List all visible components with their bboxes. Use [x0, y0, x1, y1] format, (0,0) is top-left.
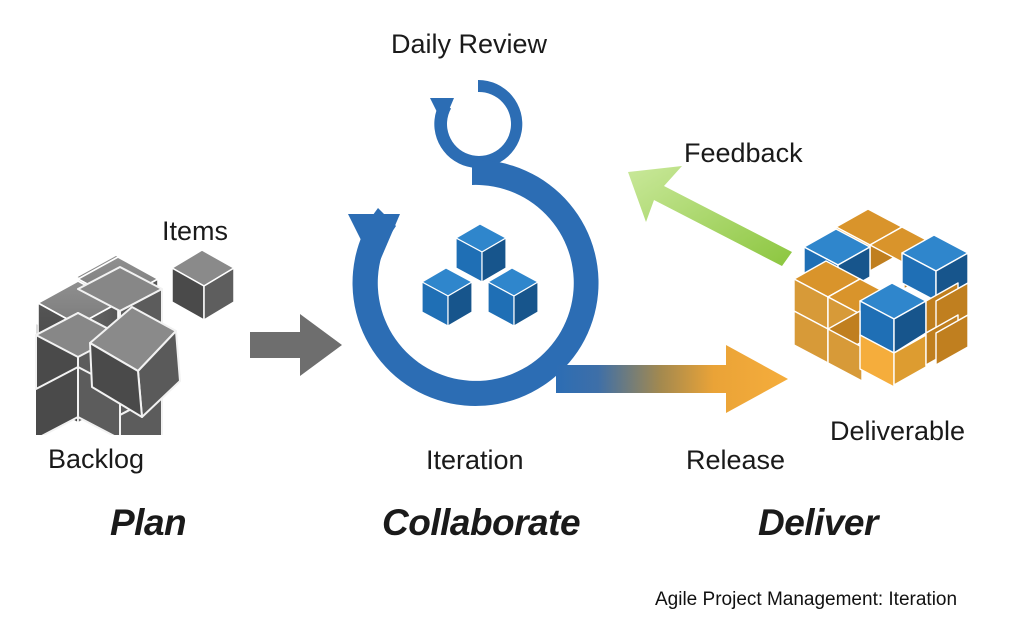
label-iteration: Iteration	[426, 445, 524, 475]
label-daily-review: Daily Review	[391, 29, 548, 59]
diagram-caption: Agile Project Management: Iteration	[655, 589, 958, 610]
backlog-cube-stack	[35, 254, 181, 435]
label-items: Items	[162, 216, 229, 246]
release-arrow	[556, 345, 788, 413]
stage-label-deliver: Deliver	[758, 502, 878, 543]
deliverable-cube-stack	[793, 208, 969, 388]
label-deliverable: Deliverable	[830, 416, 966, 446]
daily-review-loop-icon	[430, 79, 523, 168]
stage-label-collaborate: Collaborate	[382, 502, 581, 543]
iteration-cubes-icon	[421, 223, 539, 327]
plan-to-collaborate-arrow	[250, 314, 342, 376]
label-backlog: Backlog	[48, 444, 145, 474]
iteration-cycle-icon	[348, 159, 599, 406]
label-feedback: Feedback	[684, 138, 803, 168]
feedback-arrow	[628, 166, 792, 266]
backlog-item-cube	[171, 249, 235, 321]
label-release: Release	[686, 445, 786, 475]
stage-label-plan: Plan	[110, 502, 187, 543]
